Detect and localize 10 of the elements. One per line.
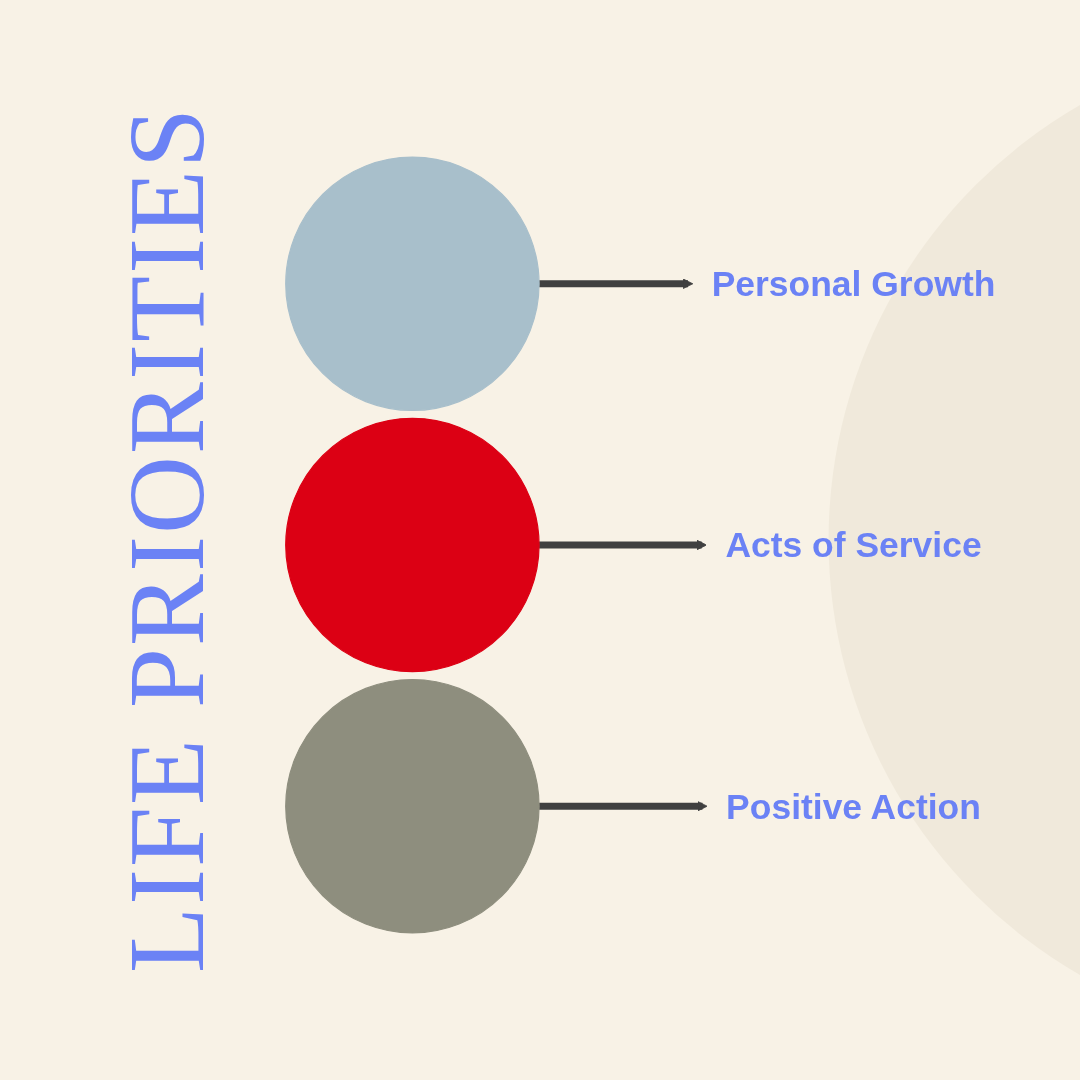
circle-node [285, 678, 540, 934]
title: LIFE PRIORITIES [112, 105, 222, 976]
arrow [539, 539, 707, 551]
priority-label: Acts of Service [725, 525, 982, 565]
arrow [539, 278, 694, 289]
circle-node [285, 156, 540, 412]
priority-label: Personal Growth [711, 264, 996, 304]
arrow [539, 801, 708, 812]
priority-label: Positive Action [726, 786, 981, 826]
circle-node [285, 417, 540, 673]
